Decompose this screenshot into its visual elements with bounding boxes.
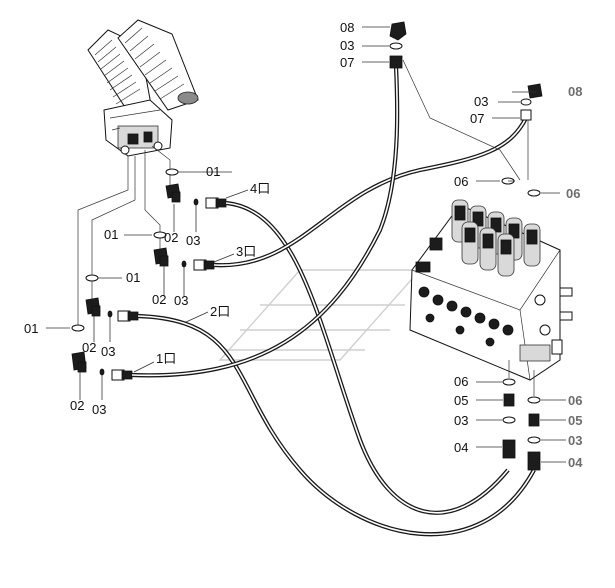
leader-lines <box>46 26 566 463</box>
label-03-row2: 03 <box>101 344 115 359</box>
label-01-row3: 01 <box>104 227 118 242</box>
label-08-top: 08 <box>340 20 354 35</box>
label-05-lower-left: 05 <box>454 393 468 408</box>
pilot-pedal-valve <box>87 19 199 157</box>
valve-solenoids <box>451 199 541 277</box>
control-valve <box>409 199 573 381</box>
label-06-upper-left: 06 <box>454 174 468 189</box>
lower-right-fitting <box>527 396 541 471</box>
fitting-row-4 <box>165 168 227 209</box>
label-06-upper-right: 06 <box>566 186 580 201</box>
label-port-3: 3口 <box>236 244 256 259</box>
upper-right-fitting <box>520 83 543 121</box>
label-02-row2: 02 <box>82 340 96 355</box>
label-02-row1: 02 <box>70 398 84 413</box>
label-03-row4: 03 <box>186 233 200 248</box>
label-02-row3: 02 <box>152 292 166 307</box>
label-03-upper-right: 03 <box>474 94 488 109</box>
label-03-lower-left: 03 <box>454 413 468 428</box>
part-labels: 08 03 07 03 08 07 06 06 01 01 01 01 02 0… <box>24 20 583 470</box>
fitting-row-3 <box>153 231 215 271</box>
lower-left-fitting <box>502 378 516 459</box>
label-02-row4: 02 <box>164 230 178 245</box>
label-01-row4: 01 <box>206 164 220 179</box>
label-04-lower-left: 04 <box>454 440 468 455</box>
hose-port-4 <box>225 200 510 515</box>
label-08-upper-right: 08 <box>568 84 582 99</box>
label-port-4: 4口 <box>250 181 270 196</box>
label-07-top: 07 <box>340 55 354 70</box>
fitting-row-1 <box>71 324 133 381</box>
label-03-row1: 03 <box>92 402 106 417</box>
fitting-row-2 <box>85 274 139 322</box>
label-04-lower-right: 04 <box>568 455 583 470</box>
valve-ports <box>415 237 551 362</box>
label-01-row2: 01 <box>126 270 140 285</box>
label-03-lower-right: 03 <box>568 433 582 448</box>
label-06-lower-left: 06 <box>454 374 468 389</box>
label-port-1: 1口 <box>156 351 176 366</box>
label-05-lower-right: 05 <box>568 413 582 428</box>
hose-port-3 <box>213 117 528 268</box>
label-07-upper-right: 07 <box>470 111 484 126</box>
pedal-guide-lines <box>77 145 171 330</box>
hose-port-1 <box>131 65 400 378</box>
label-port-2: 2口 <box>210 304 230 319</box>
label-03-row3: 03 <box>174 293 188 308</box>
hoses <box>131 65 536 537</box>
label-01-row1: 01 <box>24 321 38 336</box>
top-fitting <box>389 21 407 69</box>
label-06-lower-right: 06 <box>568 393 582 408</box>
label-03-top: 03 <box>340 38 354 53</box>
hose-port-2 <box>137 313 536 537</box>
